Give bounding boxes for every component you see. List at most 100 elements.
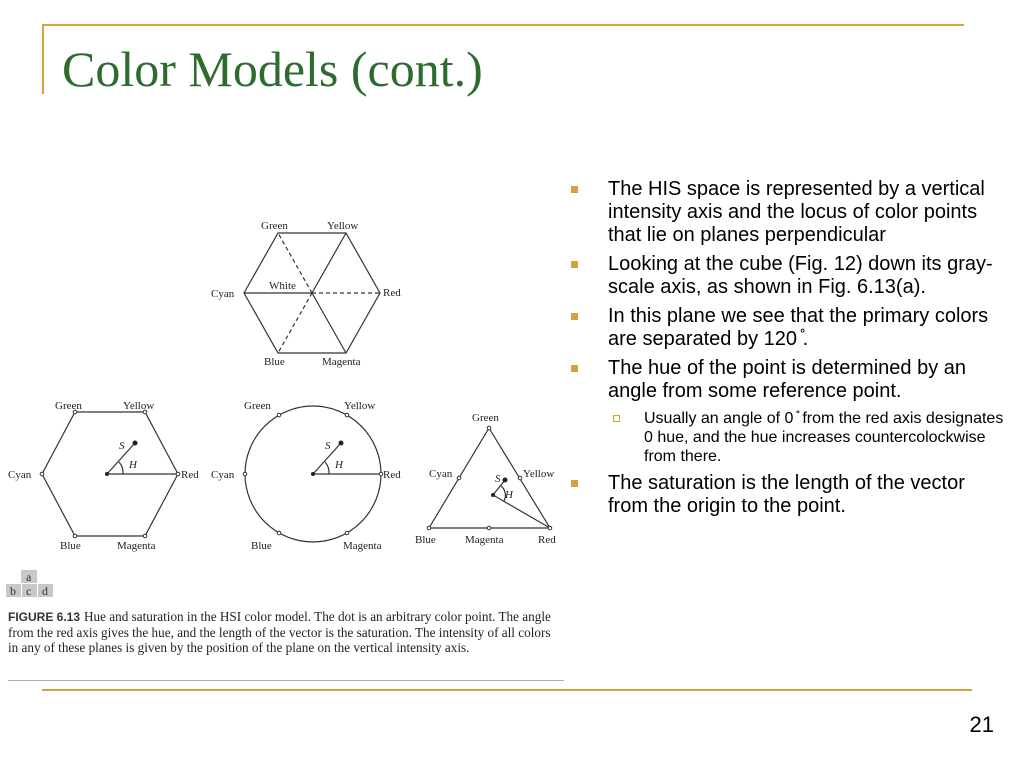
label-a-white: White xyxy=(269,280,296,292)
label-b-yellow: Yellow xyxy=(123,400,154,412)
label-b-cyan: Cyan xyxy=(8,469,32,481)
label-c-yellow: Yellow xyxy=(344,400,375,412)
origin-dot-b xyxy=(105,472,109,476)
panel-b xyxy=(41,411,179,537)
hue-arc-b xyxy=(118,461,124,475)
label-a-cyan: Cyan xyxy=(211,288,235,300)
axis-magenta xyxy=(311,292,347,354)
slide-title: Color Models (cont.) xyxy=(62,41,483,97)
bullet-item: The hue of the point is determined by an… xyxy=(566,357,1006,466)
label-c-magenta: Magenta xyxy=(343,540,382,552)
bullet-square-icon xyxy=(571,186,578,193)
panel-index-grid: a b c d xyxy=(6,570,53,598)
label-a-green: Green xyxy=(261,220,288,232)
dashed-blue xyxy=(277,292,313,354)
label-b-h: H xyxy=(128,459,138,471)
bullet-text: The HIS space is represented by a vertic… xyxy=(608,178,985,246)
dashed-green xyxy=(277,232,313,294)
label-c-h: H xyxy=(334,459,344,471)
sub-bullet-text: Usually an angle of 0 ̊ from the red axi… xyxy=(644,410,1004,465)
bullet-text: The hue of the point is determined by an… xyxy=(608,357,967,402)
label-b-red: Red xyxy=(181,469,199,481)
panel-a xyxy=(243,232,381,354)
vertex-c-magenta xyxy=(344,530,350,536)
figure-diagram: Green Yellow Cyan White Red Blue Magenta xyxy=(6,220,556,598)
color-point-c xyxy=(338,440,344,446)
bullet-text: The saturation is the length of the vect… xyxy=(608,472,965,517)
label-d-yellow: Yellow xyxy=(523,468,554,480)
color-point-b xyxy=(132,440,138,446)
bullet-square-icon xyxy=(571,365,578,372)
bullet-text: Looking at the cube (Fig. 12) down its g… xyxy=(608,253,993,298)
label-a-red: Red xyxy=(383,287,401,299)
hue-arc-d xyxy=(500,485,507,502)
bullet-item: In this plane we see that the primary co… xyxy=(566,305,1006,351)
label-a-yellow: Yellow xyxy=(327,220,358,232)
sub-bullet-list: Usually an angle of 0 ̊ from the red axi… xyxy=(608,409,1006,466)
label-d-red: Red xyxy=(538,534,556,546)
grid-label-a: a xyxy=(26,570,32,584)
grid-label-d: d xyxy=(42,584,48,598)
red-axis-d xyxy=(492,494,551,529)
label-d-cyan: Cyan xyxy=(429,468,453,480)
vertex-b-red xyxy=(175,471,181,477)
vertex-d-green xyxy=(486,425,492,431)
sub-bullet-item: Usually an angle of 0 ̊ from the red axi… xyxy=(608,409,1006,466)
label-c-s: S xyxy=(325,440,331,452)
figure-bottom-rule xyxy=(8,680,564,681)
label-a-blue: Blue xyxy=(264,356,285,368)
label-b-magenta: Magenta xyxy=(117,540,156,552)
bullet-square-icon xyxy=(571,261,578,268)
grid-cell-a xyxy=(21,570,37,583)
grid-cell-b xyxy=(6,584,21,597)
vertex-b-cyan xyxy=(39,471,45,477)
label-c-green: Green xyxy=(244,400,271,412)
label-d-magenta: Magenta xyxy=(465,534,504,546)
label-d-s: S xyxy=(495,473,501,485)
label-a-magenta: Magenta xyxy=(322,356,361,368)
bullet-square-icon xyxy=(571,480,578,487)
label-c-red: Red xyxy=(383,469,401,481)
frame-left-rule xyxy=(42,24,44,94)
label-d-green: Green xyxy=(472,412,499,424)
page-number: 21 xyxy=(969,712,994,737)
color-point-d xyxy=(502,477,508,483)
grid-label-c: c xyxy=(26,584,31,598)
vertex-d-cyan xyxy=(456,475,462,481)
bullet-item: The HIS space is represented by a vertic… xyxy=(566,178,1006,247)
vector-c xyxy=(312,442,342,475)
label-d-blue: Blue xyxy=(415,534,436,546)
label-b-blue: Blue xyxy=(60,540,81,552)
bullet-square-icon xyxy=(571,313,578,320)
label-c-cyan: Cyan xyxy=(211,469,235,481)
vertex-b-yellow xyxy=(142,409,148,415)
vector-d xyxy=(492,479,506,496)
label-c-blue: Blue xyxy=(251,540,272,552)
origin-dot-d xyxy=(491,493,495,497)
frame-top-rule xyxy=(42,24,964,26)
origin-dot-c xyxy=(311,472,315,476)
vertex-b-green xyxy=(72,409,78,415)
grid-cell-d xyxy=(38,584,53,597)
sub-bullet-square-icon xyxy=(613,415,620,422)
vertex-d-blue xyxy=(426,525,432,531)
vertex-c-green xyxy=(276,412,282,418)
vertex-b-magenta xyxy=(142,533,148,539)
label-b-green: Green xyxy=(55,400,82,412)
vertex-c-cyan xyxy=(242,471,248,477)
vertex-b-blue xyxy=(72,533,78,539)
bullet-text: In this plane we see that the primary co… xyxy=(608,305,989,350)
figure-caption-text: Hue and saturation in the HSI color mode… xyxy=(8,609,551,655)
label-d-h: H xyxy=(504,489,514,501)
bullet-item: The saturation is the length of the vect… xyxy=(566,472,1006,518)
label-b-s: S xyxy=(119,440,125,452)
grid-label-b: b xyxy=(10,584,16,598)
vertex-d-yellow xyxy=(517,475,523,481)
grid-cell-c xyxy=(22,584,37,597)
vertex-d-red xyxy=(547,525,553,531)
bullet-list: The HIS space is represented by a vertic… xyxy=(566,178,1006,524)
axis-yellow xyxy=(311,232,347,294)
vertex-c-yellow xyxy=(344,412,350,418)
bullet-item: Looking at the cube (Fig. 12) down its g… xyxy=(566,253,1006,299)
